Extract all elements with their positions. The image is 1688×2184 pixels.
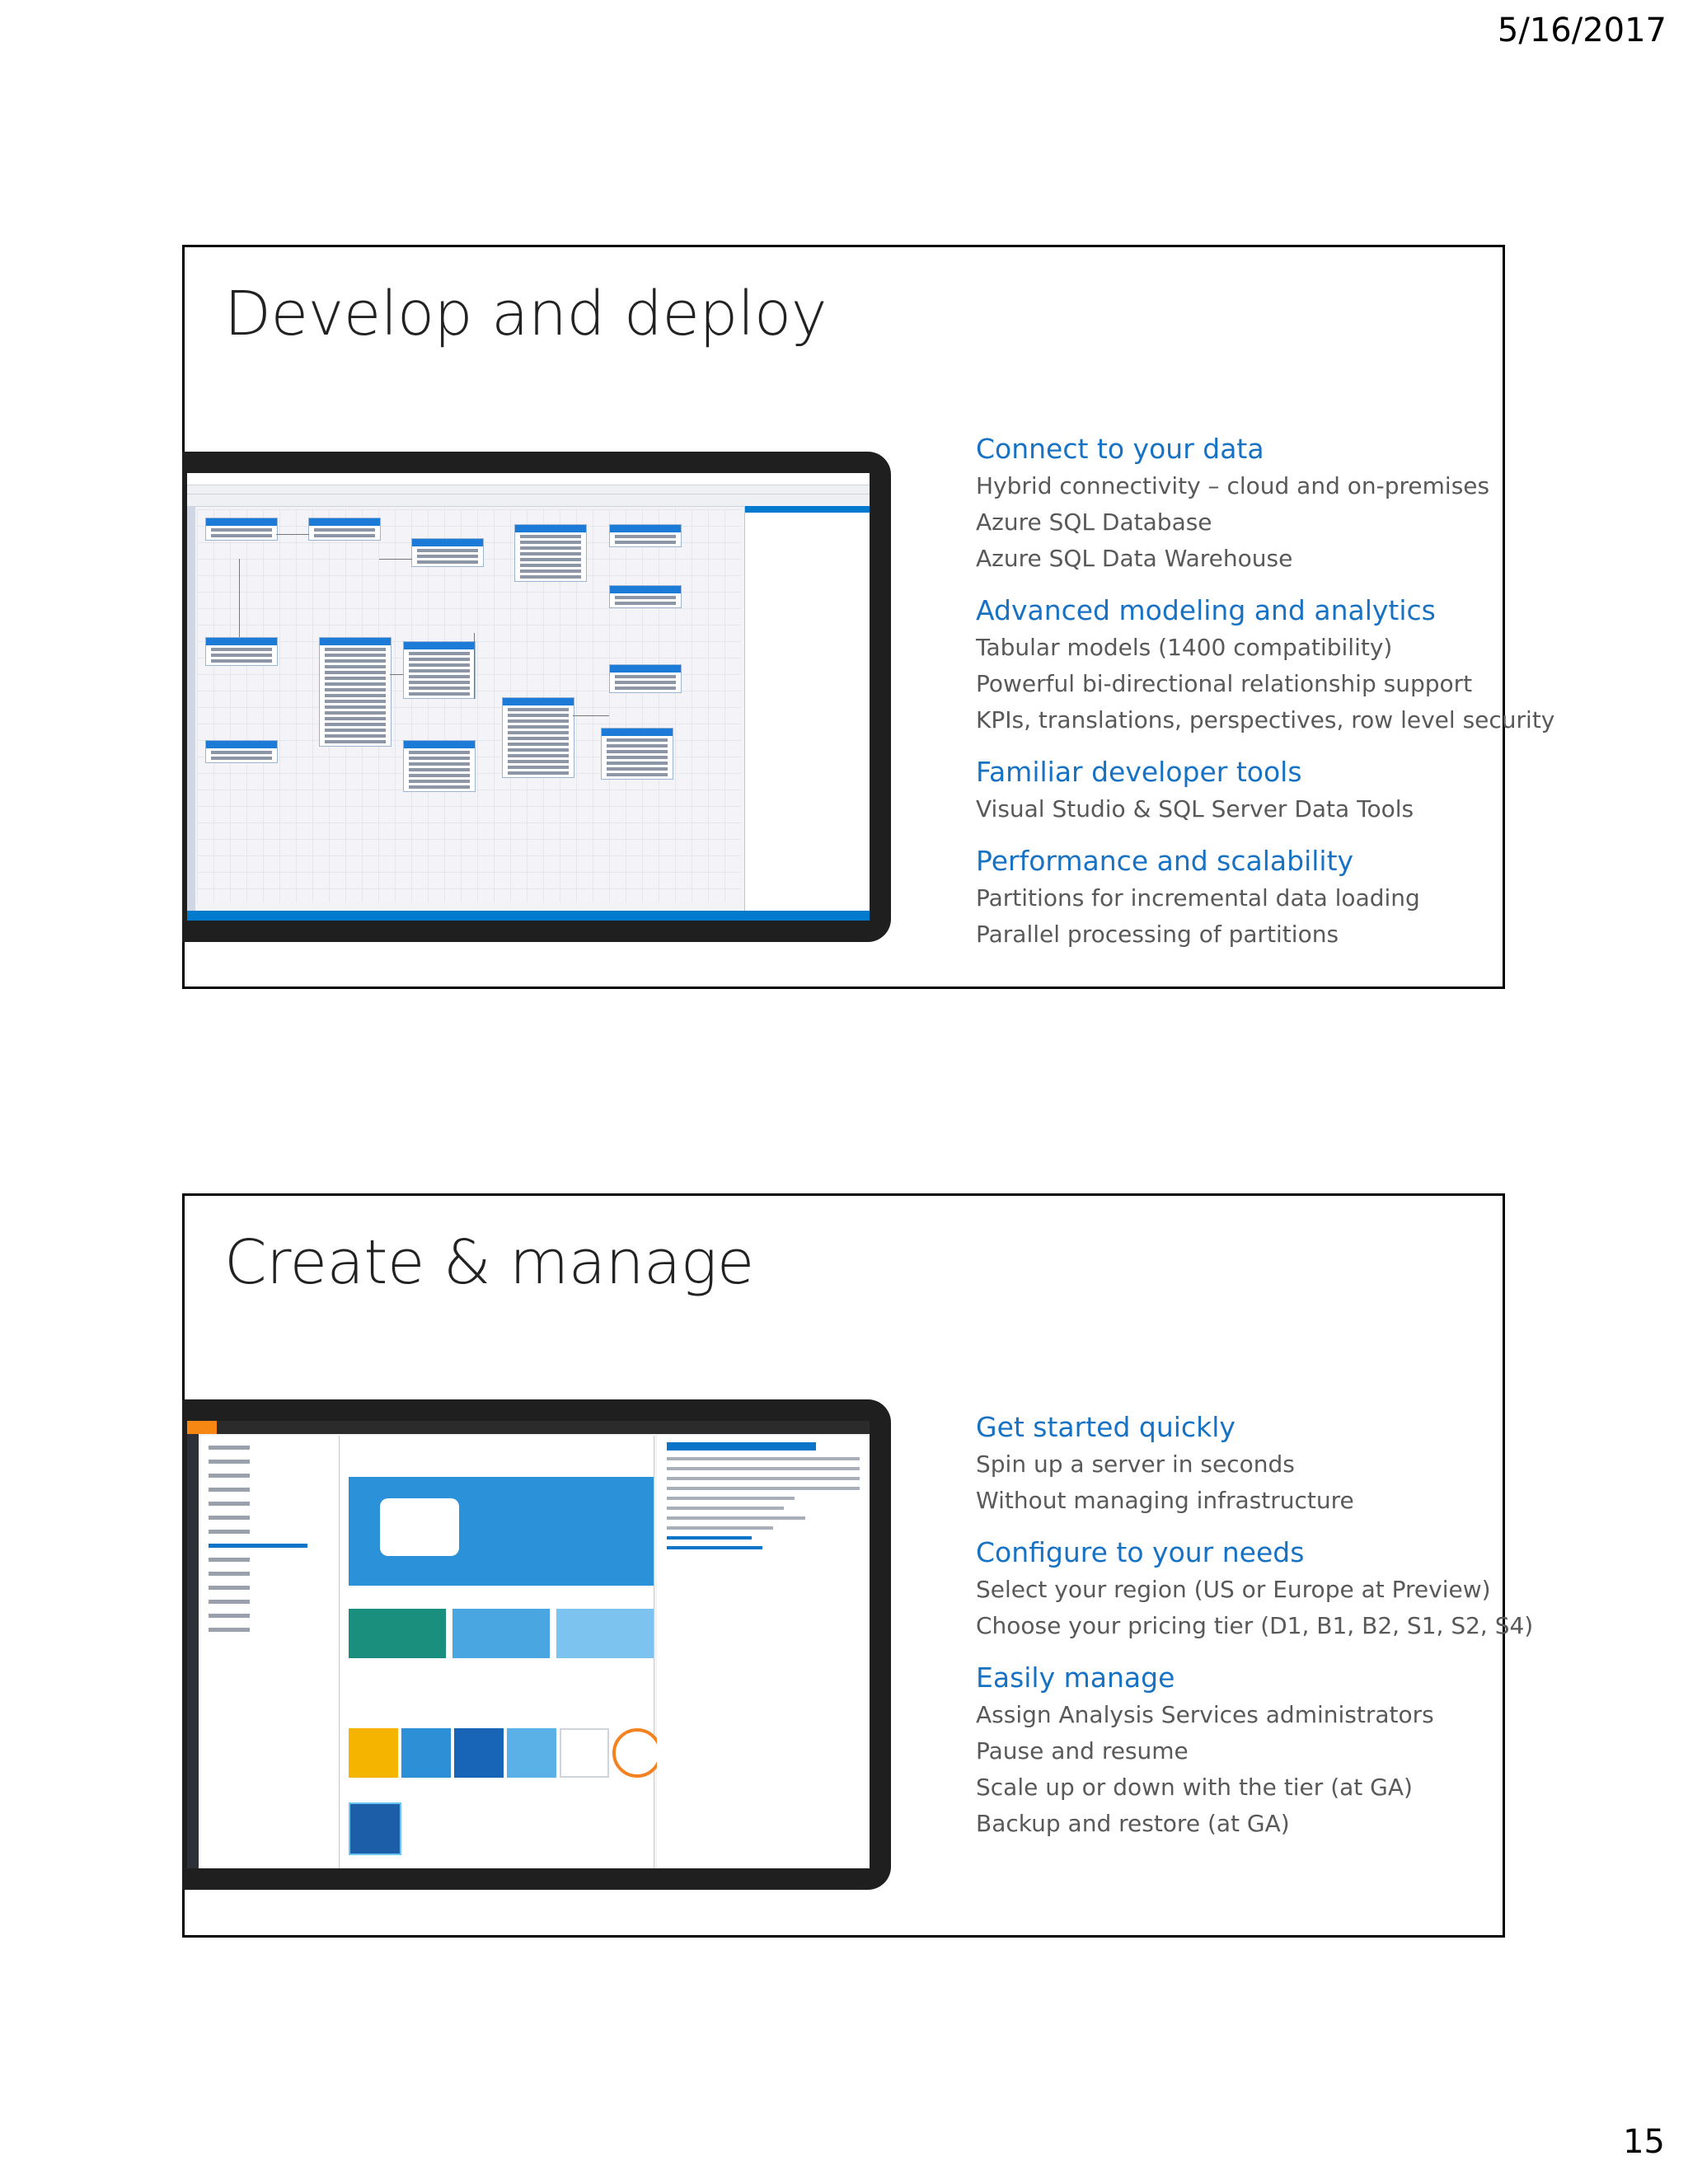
- service-tile: [452, 1609, 550, 1658]
- feature-heading: Familiar developer tools: [976, 756, 1302, 788]
- page-number: 15: [1623, 2123, 1665, 2161]
- feature-block: Connect to your data Hybrid connectivity…: [976, 430, 1490, 577]
- feature-heading: Easily manage: [976, 1661, 1175, 1694]
- feature-line: Assign Analysis Services administrators: [976, 1701, 1434, 1728]
- feature-block: Easily manage Assign Analysis Services a…: [976, 1659, 1487, 1842]
- feature-line: Azure SQL Data Warehouse: [976, 545, 1293, 572]
- feature-heading: Configure to your needs: [976, 1536, 1305, 1568]
- feature-line: Backup and restore (at GA): [976, 1810, 1290, 1837]
- relationship-line: [379, 559, 412, 560]
- feature-line: Azure SQL Database: [976, 509, 1212, 536]
- feature-line: Spin up a server in seconds: [976, 1451, 1295, 1478]
- screenshot-screen: [187, 473, 870, 921]
- feature-line: KPIs, translations, perspectives, row le…: [976, 706, 1555, 733]
- analysis-services-tile: [349, 1802, 401, 1855]
- service-tile: [401, 1728, 451, 1778]
- relationship-line: [390, 674, 403, 675]
- feature-line: Visual Studio & SQL Server Data Tools: [976, 795, 1414, 823]
- feature-line: Scale up or down with the tier (at GA): [976, 1774, 1413, 1801]
- feature-line: Tabular models (1400 compatibility): [976, 634, 1393, 661]
- service-tile: [612, 1728, 662, 1778]
- analysis-services-detail-blade: [657, 1436, 870, 1868]
- diagram-table: [514, 524, 587, 582]
- feature-line: Choose your pricing tier (D1, B1, B2, S1…: [976, 1612, 1534, 1639]
- slide-develop-and-deploy: Develop and deploy: [182, 245, 1555, 989]
- diagram-table: [609, 585, 682, 608]
- feature-block: Familiar developer tools Visual Studio &…: [976, 753, 1487, 827]
- service-tile: [507, 1728, 556, 1778]
- feature-heading: Connect to your data: [976, 433, 1264, 465]
- diagram-table: [205, 518, 278, 541]
- diagram-table: [601, 728, 673, 780]
- relationship-line: [573, 715, 609, 716]
- intelligence-analytics-blade: [340, 1436, 662, 1868]
- feature-line: Hybrid connectivity – cloud and on-premi…: [976, 472, 1490, 499]
- service-tile: [349, 1728, 398, 1778]
- service-tile: [556, 1609, 654, 1658]
- feature-block: Advanced modeling and analytics Tabular …: [976, 592, 1555, 738]
- azure-top-bar: [187, 1421, 870, 1434]
- feature-list: Get started quickly Spin up a server in …: [976, 1408, 1534, 1857]
- diagram-table: [205, 637, 278, 666]
- diagram-table: [403, 641, 476, 699]
- service-tile: [349, 1609, 446, 1658]
- diagram-table: [411, 538, 484, 567]
- diagram-table: [403, 740, 476, 792]
- vs-status-bar: [187, 911, 870, 921]
- feature-line: Without managing infrastructure: [976, 1487, 1354, 1514]
- relationship-line: [276, 534, 309, 535]
- feature-line: Powerful bi-directional relationship sup…: [976, 670, 1473, 697]
- feature-line: Select your region (US or Europe at Prev…: [976, 1576, 1491, 1603]
- slide-create-and-manage: Create & manage: [182, 1193, 1534, 1938]
- azure-nav-rail: [187, 1434, 199, 1868]
- vs-title-bar: [187, 473, 870, 485]
- azure-portal-screenshot: [182, 1399, 891, 1890]
- feature-heading: Performance and scalability: [976, 845, 1354, 877]
- feature-block: Performance and scalability Partitions f…: [976, 842, 1487, 953]
- feature-line: Pause and resume: [976, 1737, 1189, 1765]
- service-tile: [560, 1728, 609, 1778]
- relationship-line: [239, 559, 240, 637]
- page-date: 5/16/2017: [1497, 12, 1667, 49]
- diagram-table: [609, 664, 682, 693]
- screenshot-screen: [187, 1421, 870, 1868]
- solution-explorer-panel: [744, 506, 870, 911]
- marketplace-categories: [200, 1436, 340, 1868]
- vs-menu-bar: [187, 485, 870, 494]
- visual-studio-screenshot: [182, 452, 891, 942]
- diagram-table: [319, 637, 392, 747]
- slide-title: Develop and deploy: [224, 279, 828, 349]
- diagram-canvas: [197, 509, 741, 902]
- slide-title: Create & manage: [224, 1227, 754, 1298]
- feature-block: Get started quickly Spin up a server in …: [976, 1408, 1487, 1519]
- vs-side-strip: [187, 506, 195, 911]
- feature-list: Connect to your data Hybrid connectivity…: [976, 430, 1555, 968]
- diagram-table: [308, 518, 381, 541]
- vs-toolbar: [187, 494, 870, 507]
- feature-heading: Get started quickly: [976, 1411, 1236, 1443]
- feature-heading: Advanced modeling and analytics: [976, 594, 1436, 626]
- relationship-line: [474, 633, 475, 699]
- diagram-table: [609, 524, 682, 547]
- diagram-table: [502, 697, 574, 778]
- feature-block: Configure to your needs Select your regi…: [976, 1534, 1534, 1644]
- service-tile: [454, 1728, 504, 1778]
- feature-line: Parallel processing of partitions: [976, 921, 1339, 948]
- hero-banner: [349, 1477, 654, 1586]
- diagram-table: [205, 740, 278, 763]
- feature-line: Partitions for incremental data loading: [976, 884, 1420, 912]
